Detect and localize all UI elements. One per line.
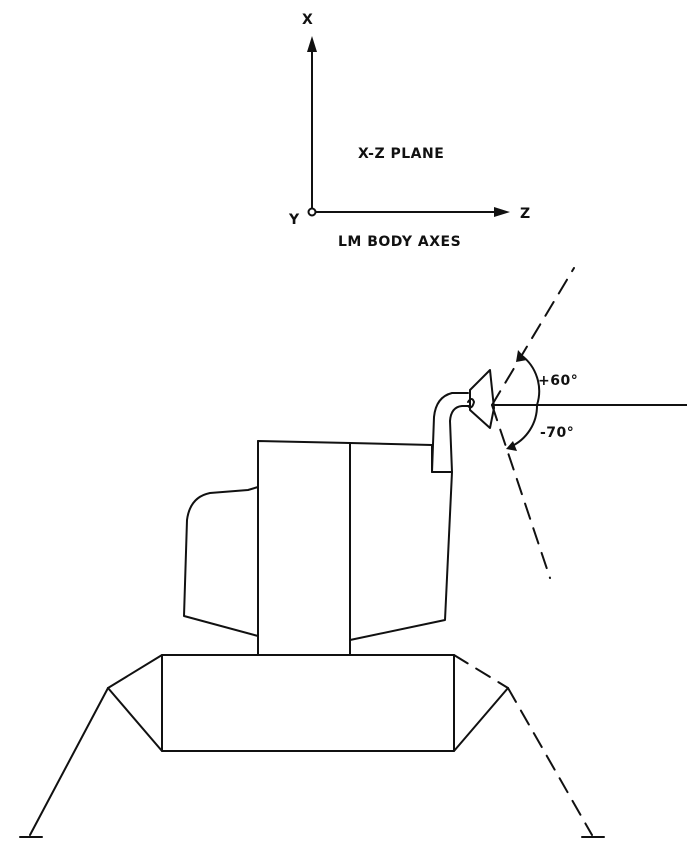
steerable-antenna [431,369,495,473]
descent-stage [107,654,509,752]
body-axes-reference: X Y Z X-Z PLANE LM BODY AXES [288,12,531,250]
antenna-dish [469,369,495,429]
landing-gear [19,687,605,838]
x-axis-label: X [302,12,313,28]
axes-caption: LM BODY AXES [338,234,461,250]
ascent-stage-aft [349,442,453,641]
descent-stage-body [161,654,455,752]
ascent-stage-center [257,440,351,656]
crew-cabin-forward [183,440,259,637]
upper-limit-line [491,267,575,406]
plane-label: X-Z PLANE [358,146,444,162]
descent-bottom-left-edge [107,687,163,752]
left-landing-leg [29,687,109,836]
x-axis-arrowhead [307,36,317,52]
antenna-feed [467,398,475,409]
lower-angle-label: -70° [540,425,574,441]
right-landing-leg [507,687,593,836]
y-axis-label: Y [288,212,300,228]
y-axis-origin-marker [307,207,317,217]
z-axis-arrowhead [494,207,510,217]
upper-angle-arc [520,354,541,406]
antenna-coverage: +60° -70° [491,267,687,579]
z-axis-label: Z [520,206,531,222]
upper-angle-arrowhead [516,350,527,362]
antenna-boom [431,392,471,473]
descent-bottom-right-edge [453,687,509,752]
descent-top-right-edge [453,654,509,689]
lower-angle-arrowhead [506,441,517,451]
lower-limit-line [491,404,551,579]
descent-top-left-edge [107,654,163,689]
ascent-stage [183,440,453,656]
upper-angle-label: +60° [538,373,578,389]
lower-angle-arc [509,404,539,448]
